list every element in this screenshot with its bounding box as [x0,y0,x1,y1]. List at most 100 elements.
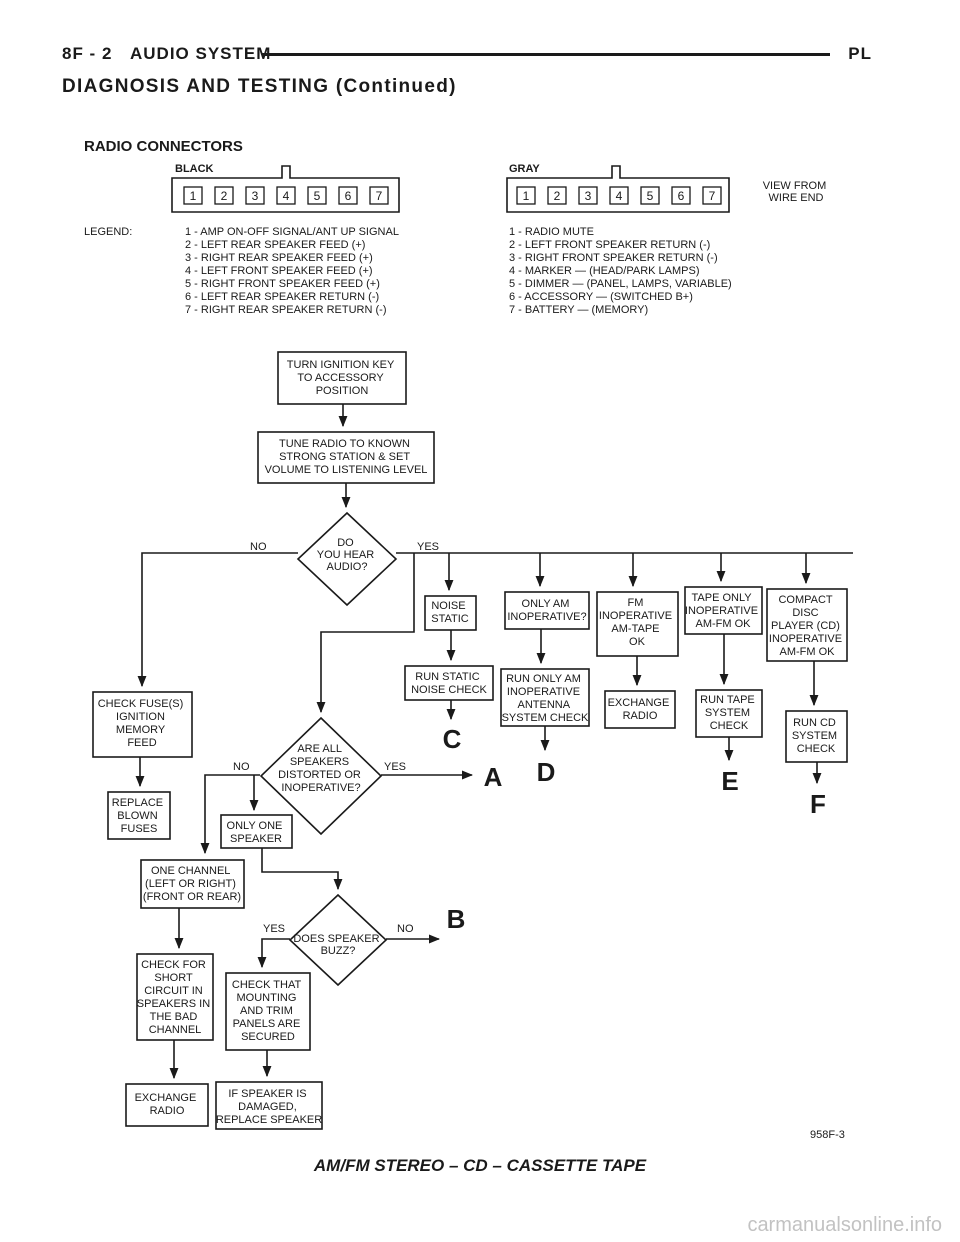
black-pin-number: 5 [314,189,321,203]
black-pin-box [338,186,358,205]
black-pin-box [214,186,234,205]
section-subtitle: DIAGNOSIS AND TESTING (Continued) [62,76,457,97]
figure-caption: AM/FM STEREO – CD – CASSETTE TAPE [313,1156,647,1175]
gray-connector-label: GRAY [509,163,540,175]
svg-text:DOES SPEAKER BUZZ?: DOES SPEAKER BUZZ? [293,933,382,957]
gray-pin-number: 5 [647,189,654,203]
all-speakers-no-label: NO [233,761,250,773]
all-speakers-yes-label: YES [384,761,406,773]
view-note: VIEW FROM WIRE END [763,180,830,204]
gray-pin-box [609,186,629,205]
gray-pin-box [547,186,567,205]
svg-text:TAPE ONLY INOPERATIVE: TAPE ONLY INOPERATIVE AM-FM OK [685,592,761,630]
svg-text:TUNE RADIO TO KNOWN STRO: TUNE RADIO TO KNOWN STRONG STATION & SET… [265,438,428,476]
black-pin-number: 1 [190,189,197,203]
flow-decision-hear-audio: DO YOU HEAR AUDIO? [296,511,398,607]
flow-node-tape-only: TAPE ONLY INOPERATIVE AM-FM OK [684,586,763,635]
gray-pin-number: 2 [554,189,561,203]
black-pin-number: 3 [252,189,259,203]
svg-text:EXCHANGE RADIO: EXCHANGE RADIO [608,697,673,722]
ref-f: F [810,789,826,819]
svg-text:ARE ALL SPEAKERS D: ARE ALL SPEAKERS DISTORTED OR INOPERATIV… [278,743,364,794]
black-legend: 1 - AMP ON-OFF SIGNAL/ANT UP SIGNAL 2 - … [185,226,402,316]
black-pin-number: 6 [345,189,352,203]
black-pin-number: 7 [376,189,383,203]
black-pin-box [183,186,203,205]
svg-text:REPLACE BLOWN FUSE: REPLACE BLOWN FUSES [112,797,166,835]
svg-text:DO YOU HEAR AUDIO?: DO YOU HEAR AUDIO? [317,537,378,573]
black-pin-box [245,186,265,205]
svg-text:COMPACT DISC PLAYE: COMPACT DISC PLAYER (CD) INOPERATIVE AM-… [769,594,845,658]
svg-text:NOISE STATIC: NOISE STATIC [431,600,469,625]
model-code: PL [848,44,872,63]
gray-pin-box [578,186,598,205]
flow-node-run-cd: RUN CD SYSTEM CHECK [785,710,848,763]
black-connector-label: BLACK [175,163,214,175]
flow-decision-speaker-buzz: DOES SPEAKER BUZZ? [288,893,388,987]
flow-node-fm-inop: FM INOPERATIVE AM-TAPE OK [596,591,679,657]
section-title: AUDIO SYSTEM [130,44,272,63]
flow-node-compact-disc: COMPACT DISC PLAYER (CD) INOPERATIVE AM-… [766,588,848,662]
buzz-yes-label: YES [263,923,285,935]
black-pin-box [369,186,389,205]
svg-text:RUN TAPE SYSTEM CH: RUN TAPE SYSTEM CHECK [700,694,758,732]
flow-lines [135,404,853,1080]
flow-node-noise-static: NOISE STATIC [424,595,477,631]
gray-legend: 1 - RADIO MUTE 2 - LEFT FRONT SPEAKER RE… [509,226,735,316]
legend-label: LEGEND: [84,226,132,238]
flow-node-one-channel: ONE CHANNEL (LEFT OR RIGHT) (FRONT OR RE… [140,859,245,909]
svg-text:CHECK THAT MOUNTING: CHECK THAT MOUNTING AND TRIM PANELS ARE … [232,979,304,1043]
black-connector-body [171,165,400,213]
black-pin-number: 2 [221,189,228,203]
ref-d: D [537,757,556,787]
header-rule [262,53,830,56]
ref-b: B [447,904,466,934]
svg-text:TURN IGNITION KEY TO ACC: TURN IGNITION KEY TO ACCESSORY POSITION [287,359,397,397]
page-number: 8F - 2 [62,44,113,63]
ref-a: A [484,762,503,792]
flow-node-run-tape: RUN TAPE SYSTEM CHECK [695,689,763,738]
figure-id: 958F-3 [810,1129,845,1141]
flow-node-tune-radio: TUNE RADIO TO KNOWN STRONG STATION & SET… [257,431,435,484]
svg-text:RUN STATIC NOISE CHECK: RUN STATIC NOISE CHECK [411,671,487,696]
flow-node-exchange-radio-1: EXCHANGE RADIO [604,690,676,729]
flow-node-speaker-damaged: IF SPEAKER IS DAMAGED, REPLACE SPEAKER [215,1081,323,1130]
gray-pin-number: 6 [678,189,685,203]
flow-node-replace-fuses: REPLACE BLOWN FUSES [107,791,171,840]
flow-node-turn-key: TURN IGNITION KEY TO ACCESSORY POSITION [277,351,407,405]
flow-decision-all-speakers: ARE ALL SPEAKERS DISTORTED OR INOPERATIV… [259,716,383,836]
svg-text:FM INOPERATIVE AM-: FM INOPERATIVE AM-TAPE OK [599,597,675,648]
gray-pin-box [671,186,691,205]
ref-e: E [721,766,738,796]
gray-pin-box [702,186,722,205]
flow-node-run-static: RUN STATIC NOISE CHECK [404,665,494,701]
svg-text:EXCHANGE RADIO: EXCHANGE RADIO [135,1092,200,1117]
svg-text:RUN ONLY AM INOPERATIVE: RUN ONLY AM INOPERATIVE ANTENNA SYSTEM C… [502,673,589,724]
buzz-no-label: NO [397,923,414,935]
flow-node-check-short: CHECK FOR SHORT CIRCUIT IN SPEAKERS IN T… [136,953,214,1041]
flow-node-check-mounting: CHECK THAT MOUNTING AND TRIM PANELS ARE … [225,972,311,1051]
gray-pin-number: 7 [709,189,716,203]
gray-pin-box [640,186,660,205]
connectors-title: RADIO CONNECTORS [84,138,243,155]
gray-pin-box [516,186,536,205]
svg-text:CHECK FUSE(S) IGNITION: CHECK FUSE(S) IGNITION MEMORY FEED [98,698,187,749]
flow-node-exchange-radio-2: EXCHANGE RADIO [125,1083,209,1127]
gray-pin-number: 3 [585,189,592,203]
flow-node-only-one-speaker: ONLY ONE SPEAKER [220,814,293,849]
watermark: carmanualsonline.info [747,1214,942,1236]
flow-node-only-am: ONLY AM INOPERATIVE? [504,591,590,630]
svg-text:CHECK FOR SHORT CI: CHECK FOR SHORT CIRCUIT IN SPEAKERS IN T… [137,959,213,1036]
svg-text:ONLY AM INOPERATIVE?: ONLY AM INOPERATIVE? [507,598,586,623]
flow-node-check-fuses: CHECK FUSE(S) IGNITION MEMORY FEED [92,691,193,758]
hear-audio-no-label: NO [250,541,267,553]
gray-pin-number: 4 [616,189,623,203]
black-pin-number: 4 [283,189,290,203]
hear-audio-yes-label: YES [417,541,439,553]
black-pin-box [276,186,296,205]
svg-text:ONLY ONE SPEAKER: ONLY ONE SPEAKER [227,820,286,845]
black-connector-pins: 1 2 3 4 5 6 7 [183,186,389,205]
svg-text:IF SPEAKER IS DAMAGED,: IF SPEAKER IS DAMAGED, REPLACE SPEAKER [216,1088,322,1126]
